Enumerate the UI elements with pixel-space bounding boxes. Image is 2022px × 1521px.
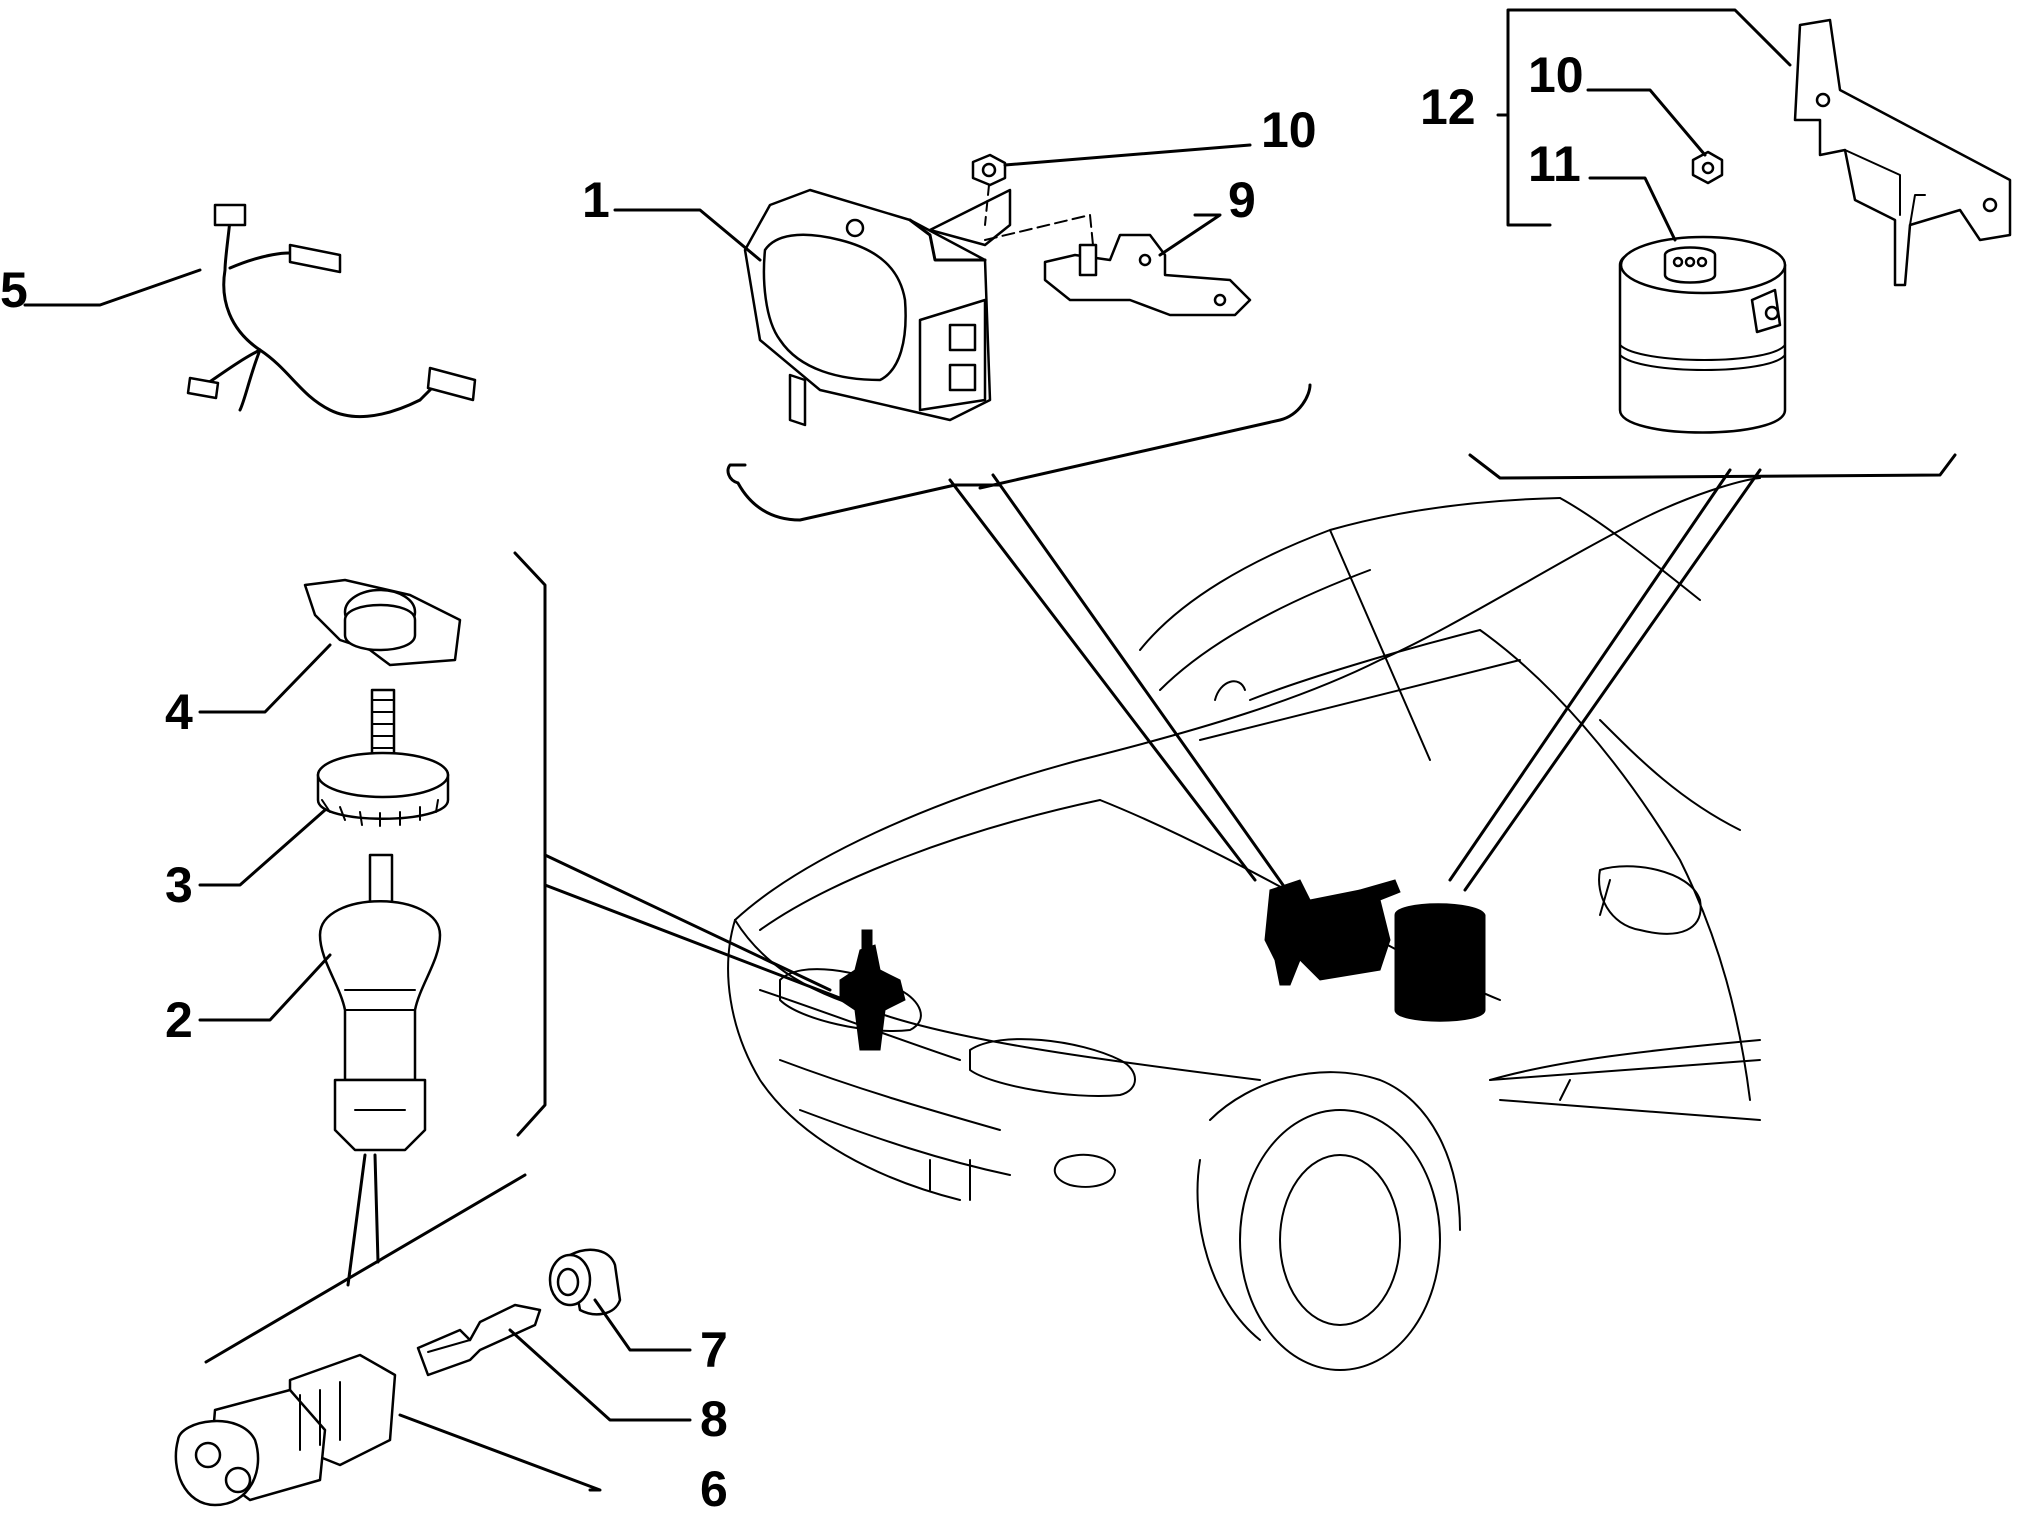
callout-7: 7 — [700, 1322, 728, 1378]
callout-6: 6 — [700, 1461, 728, 1517]
clip-part-4 — [303, 578, 462, 667]
callout-3: 3 — [165, 857, 193, 913]
leader-lines — [23, 8, 1792, 1492]
nut-part-10-right — [1691, 150, 1724, 185]
callout-10-right: 10 — [1528, 47, 1584, 103]
group-brace-10-12 — [1468, 453, 1957, 480]
callout-11: 11 — [1528, 136, 1581, 192]
callout-5: 5 — [0, 262, 28, 318]
car-front-outline — [727, 477, 1761, 1371]
grommet-part-7 — [548, 1248, 622, 1316]
gear-knob-part-3 — [316, 688, 450, 827]
callout-10-center: 10 — [1261, 102, 1317, 158]
group-brace-1-9 — [726, 383, 1312, 522]
callout-8: 8 — [700, 1391, 728, 1447]
callout-labels: 1 2 3 4 5 6 7 8 9 10 10 11 12 — [0, 47, 1584, 1517]
group-brace-2-4 — [513, 551, 547, 1137]
callout-1: 1 — [582, 172, 610, 228]
nut-part-10-center — [971, 153, 1007, 226]
callout-2: 2 — [165, 992, 193, 1048]
control-unit-part-1 — [743, 188, 1096, 427]
wiring-harness-part-5 — [186, 203, 477, 419]
callout-12: 12 — [1420, 79, 1476, 135]
callout-9: 9 — [1228, 172, 1256, 228]
installed-parts-silhouettes — [839, 879, 1486, 1051]
bracket-part-9 — [1043, 233, 1252, 317]
terminal-part-8 — [416, 1303, 542, 1377]
callout-4: 4 — [165, 684, 193, 740]
group-brace-6-8 — [204, 1173, 527, 1364]
connector-part-6 — [174, 1353, 397, 1507]
motor-canister-part-11 — [1618, 235, 1787, 434]
actuator-part-2 — [318, 853, 442, 1152]
mounting-bracket-part-12 — [1793, 18, 2012, 287]
connector-link-lines — [346, 1153, 380, 1287]
